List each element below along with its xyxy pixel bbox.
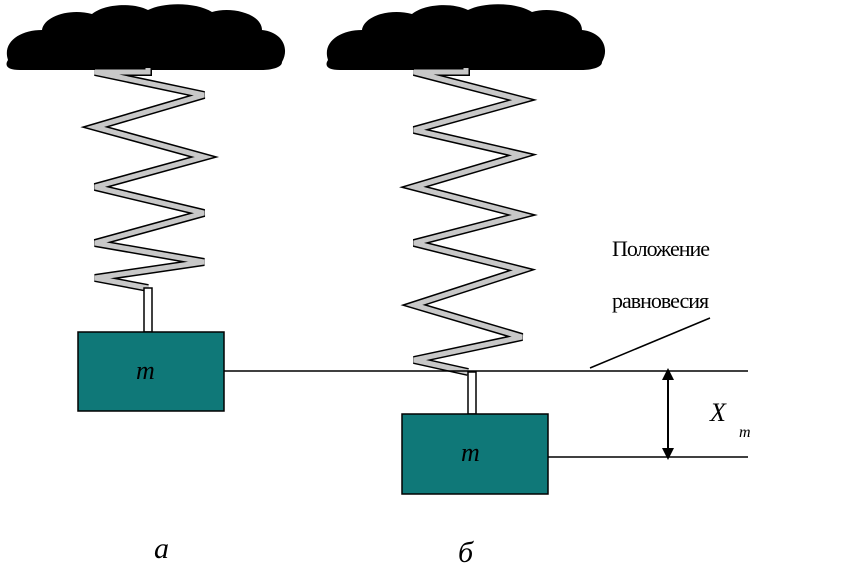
mass-label-b: m (461, 438, 480, 467)
ceiling-cloud-a (6, 4, 286, 70)
ceiling-cloud-b (326, 4, 606, 70)
mass-block-b (401, 413, 549, 495)
caption-b: б (458, 536, 474, 569)
equilibrium-label-line1: Положение (612, 236, 710, 261)
mass-block-a (77, 331, 225, 412)
amplitude-subscript: m (739, 424, 751, 441)
spring-a (80, 68, 220, 333)
equilibrium-pointer (589, 317, 711, 369)
caption-a: а (154, 532, 169, 565)
spring-b-rod (467, 371, 477, 415)
equilibrium-label-line2: равновесия (612, 288, 709, 313)
mass-label-a: m (136, 356, 155, 385)
spring-b (399, 68, 538, 415)
amplitude-symbol: X (710, 398, 726, 427)
spring-a-rod (143, 287, 153, 333)
